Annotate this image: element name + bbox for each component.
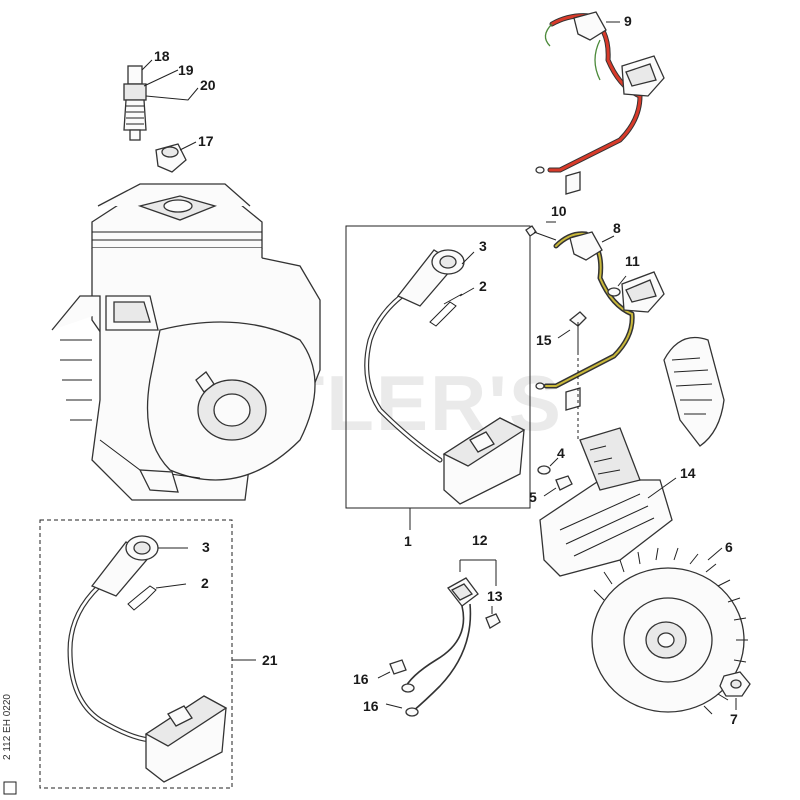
- callout-2-top: 2: [479, 278, 487, 294]
- callout-20: 20: [200, 77, 216, 93]
- callout-6: 6: [725, 539, 733, 555]
- callout-1: 1: [404, 533, 412, 549]
- callout-16-top: 16: [353, 671, 369, 687]
- engine-crankcase: [51, 183, 321, 501]
- leader-3-top: [461, 251, 475, 265]
- callout-17: 17: [198, 133, 214, 149]
- screw-13: [485, 606, 501, 629]
- callout-5: 5: [529, 489, 537, 505]
- screw-15: [557, 311, 587, 440]
- ignition-module: [364, 249, 526, 505]
- callout-9: 9: [624, 13, 632, 29]
- reference-code: 2 112 EH 0220: [2, 694, 13, 760]
- screw-10: [525, 221, 557, 241]
- screw-16-top: [377, 659, 407, 679]
- callout-16-bottom: 16: [363, 698, 379, 714]
- corner-mark: [3, 781, 17, 795]
- callout-10: 10: [551, 203, 567, 219]
- callout-18: 18: [154, 48, 170, 64]
- callout-7: 7: [730, 711, 738, 727]
- callout-8: 8: [613, 220, 621, 236]
- callout-3-top: 3: [479, 238, 487, 254]
- ignition-module-kit-box: [39, 519, 233, 789]
- callout-2-bottom: 2: [201, 575, 209, 591]
- wiring-harness-yellow: [535, 231, 665, 411]
- ignition-module-box: [345, 225, 531, 509]
- callout-12: 12: [472, 532, 488, 548]
- wiring-harness-red: [535, 11, 665, 195]
- callout-11: 11: [625, 253, 640, 269]
- spark-plug-callout-lines: [141, 59, 199, 101]
- screw-16-bottom: [385, 703, 403, 709]
- nut-7: [719, 671, 751, 710]
- spring-2-top: [429, 287, 475, 327]
- callout-13: 13: [487, 588, 503, 604]
- fan-housing-segment: [663, 336, 725, 447]
- callout-4: 4: [557, 445, 565, 461]
- short-circuit-wire-12: [401, 559, 497, 717]
- air-guide-14: [539, 427, 677, 577]
- callout-14: 14: [680, 465, 696, 481]
- spark-plug: [123, 65, 147, 141]
- callout-15: 15: [536, 332, 552, 348]
- screw-5: [543, 475, 573, 497]
- ignition-module-kit: [67, 535, 228, 783]
- washer-4: [537, 457, 559, 475]
- callout-19: 19: [178, 62, 194, 78]
- flywheel-6: [591, 547, 748, 715]
- nut-11: [607, 275, 627, 297]
- spark-plug-boot: [155, 141, 197, 173]
- callout-3-bottom: 3: [202, 539, 210, 555]
- callout-21: 21: [262, 652, 278, 668]
